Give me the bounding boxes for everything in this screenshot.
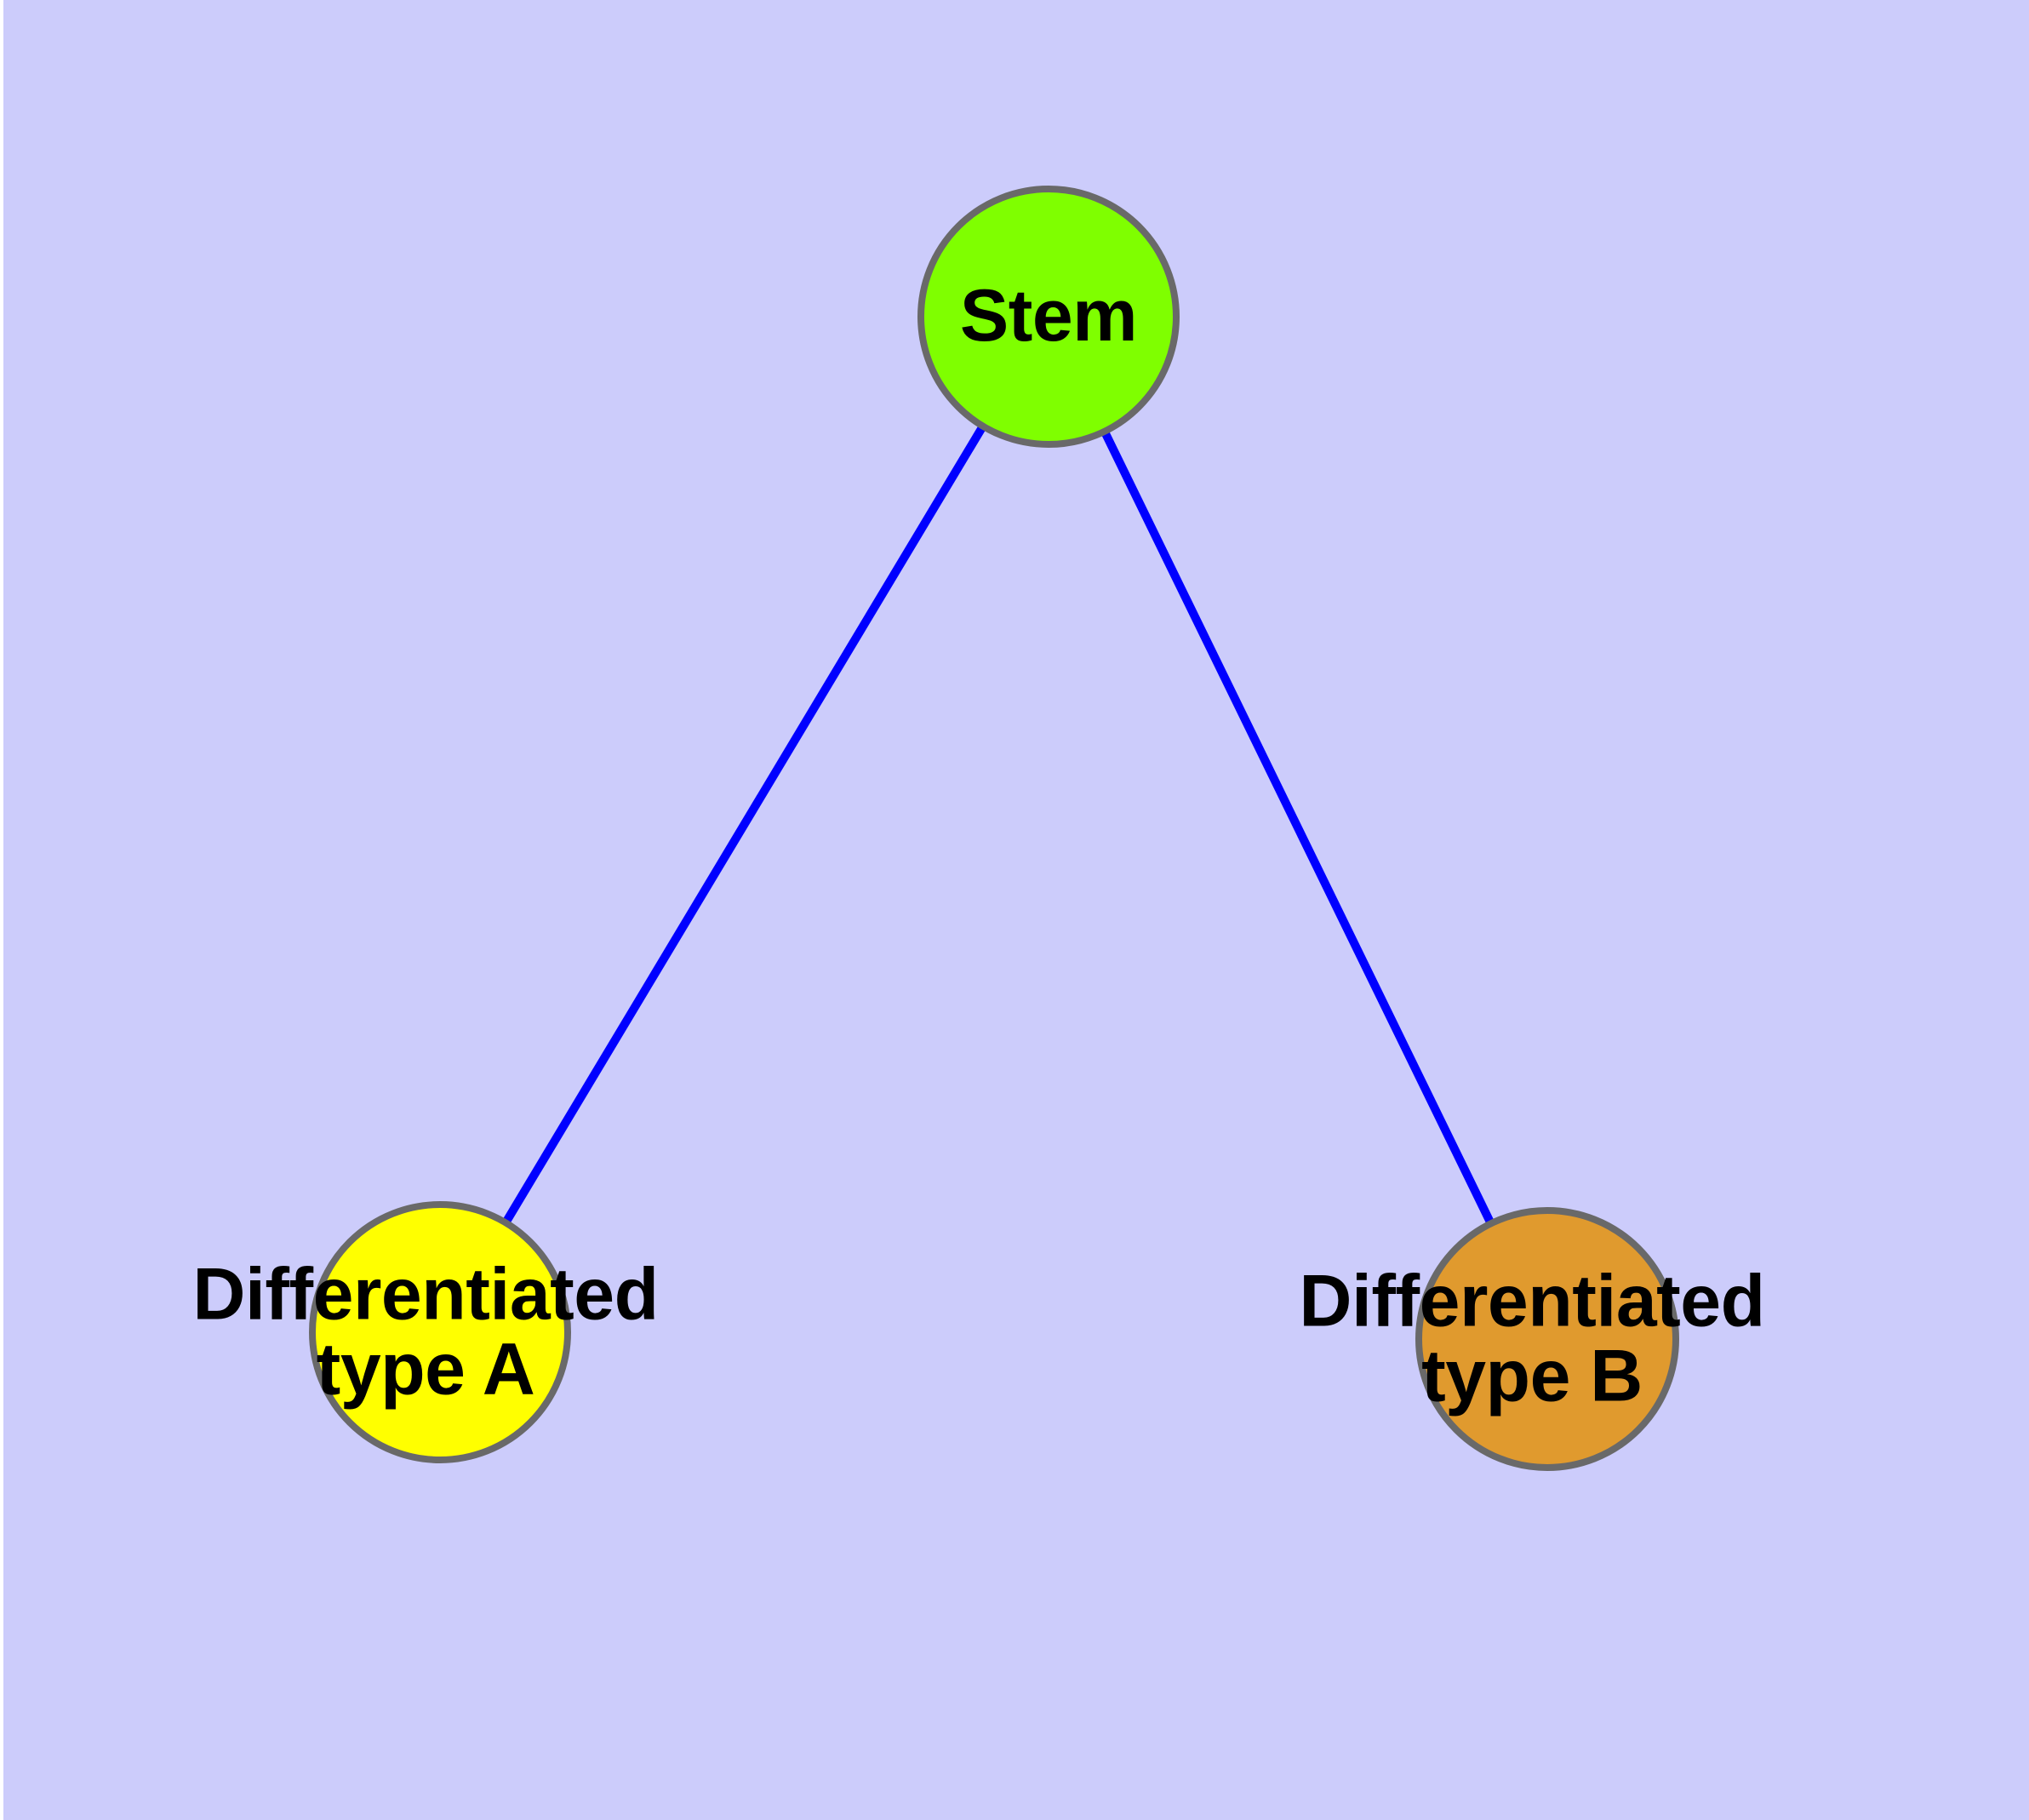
graph-node-diff_a[interactable] <box>309 1201 571 1463</box>
graph-node-diff_b[interactable] <box>1415 1207 1679 1471</box>
graph-edge-stem-to-diff_b[interactable] <box>1099 426 1497 1229</box>
node-layer <box>309 186 1679 1471</box>
edge-layer <box>500 421 1497 1229</box>
graph-edge-stem-to-diff_a[interactable] <box>500 421 989 1228</box>
graph-node-stem[interactable] <box>917 186 1180 448</box>
